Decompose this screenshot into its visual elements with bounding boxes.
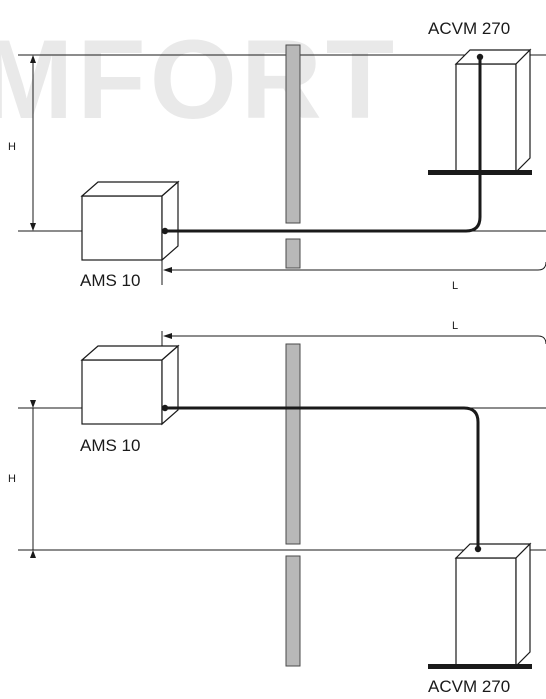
bottom-wall-pole xyxy=(285,343,301,667)
bottom-height-dimension xyxy=(30,400,36,558)
bottom-pipe-joint-outdoor xyxy=(474,545,482,553)
top-height-dimension xyxy=(30,55,36,231)
top-wall-pole xyxy=(285,44,301,269)
bottom-connection-pipe xyxy=(165,406,480,549)
bottom-length-label: L xyxy=(452,320,458,332)
bottom-pipe-joint-indoor xyxy=(161,404,169,412)
bottom-length-dimension xyxy=(161,331,546,358)
bottom-outdoor-unit-label: ACVM 270 xyxy=(428,677,510,696)
top-height-label: H xyxy=(8,141,16,153)
bottom-indoor-unit-label: AMS 10 xyxy=(80,436,140,455)
top-pipe-joint-outdoor xyxy=(476,53,484,61)
top-diagram: H ACVM 270 AMS 10 xyxy=(8,19,546,292)
top-connection-pipe xyxy=(165,57,482,233)
top-length-label: L xyxy=(452,280,458,292)
bottom-indoor-unit xyxy=(80,344,180,426)
top-outdoor-unit-label: ACVM 270 xyxy=(428,19,510,38)
bottom-height-label: H xyxy=(8,473,16,485)
top-pipe-joint-indoor xyxy=(161,227,169,235)
top-indoor-unit-label: AMS 10 xyxy=(80,271,140,290)
bottom-outdoor-unit xyxy=(428,542,532,669)
bottom-diagram: L H AMS 10 ACVM 270 xyxy=(8,320,546,696)
top-length-dimension xyxy=(161,260,546,285)
top-indoor-unit xyxy=(80,180,180,262)
watermark-text: MFORT xyxy=(0,17,398,142)
